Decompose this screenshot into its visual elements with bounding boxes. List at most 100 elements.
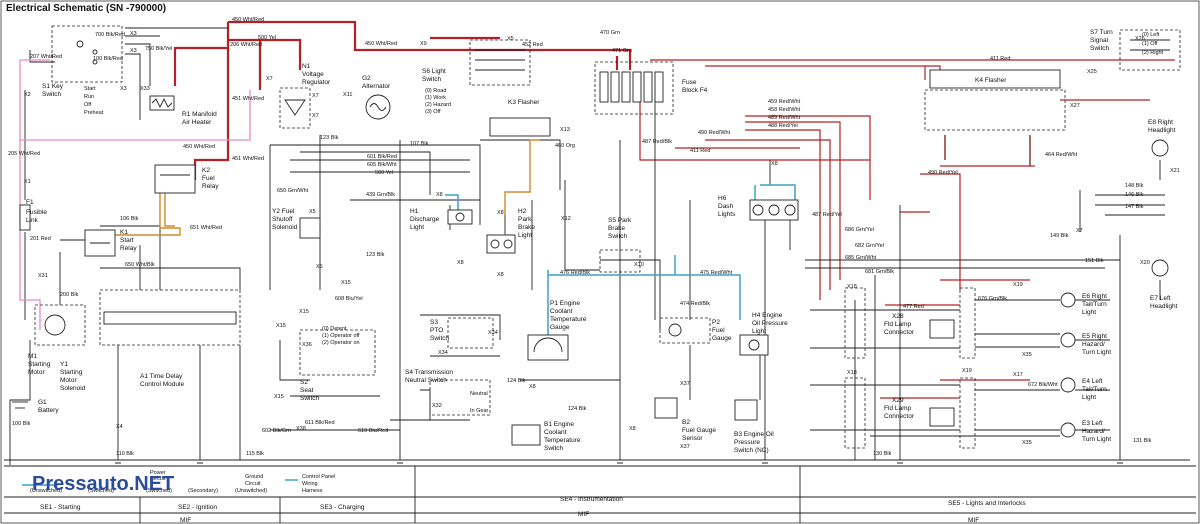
e7-label-2: Headlight — [1150, 303, 1178, 310]
wire-label: 106 Blk — [120, 216, 139, 222]
legend-text: Wiring — [302, 481, 318, 487]
wire-label: 750 Blk/Yel — [145, 46, 172, 52]
legend-text: (Switched) — [88, 488, 114, 494]
r1-label: R1 Manifold — [182, 111, 217, 118]
m1-label-2: Starting — [28, 361, 51, 368]
s4-pos-in-gear: In Gear — [470, 408, 489, 414]
s6-label-2: Switch — [422, 76, 442, 83]
s5-label-2: Brake — [608, 225, 625, 232]
connector-label: X7 — [312, 93, 319, 99]
k3-flasher — [489, 117, 551, 137]
k1-label: K1 — [120, 229, 128, 236]
connector-label: X34 — [488, 330, 498, 336]
e4-label: E4 Left — [1082, 378, 1103, 385]
p2-label-3: Gauge — [712, 335, 732, 342]
fuel-gauge — [659, 317, 711, 344]
section-lights-interlocks: SE5 - Lights and Interlocks — [948, 500, 1026, 507]
connector-label: X8 — [497, 272, 504, 278]
wire-label: 439 Grn/Blk — [366, 192, 395, 198]
fuse-block — [594, 61, 674, 115]
connector-label: X3 — [130, 48, 137, 54]
h6-label-2: Dash — [718, 203, 734, 210]
connector-label: X18 — [847, 370, 857, 376]
wire-label: 451 Wht/Red — [232, 156, 264, 162]
e3-label: E3 Left — [1082, 420, 1103, 427]
k4-flasher — [924, 69, 1066, 131]
wire-label: 470 Grn — [600, 30, 620, 36]
s7-label: S7 Turn — [1090, 29, 1113, 36]
connector-label: X8 — [457, 260, 464, 266]
connector-label: X15 — [341, 280, 351, 286]
e7-label: E7 Left — [1150, 295, 1171, 302]
wire-label: 475 Red/Wht — [700, 270, 733, 276]
turn-signal-switch — [1119, 29, 1181, 71]
oil-pressure-light — [739, 334, 769, 356]
e3-label-2: Hazard/ — [1082, 428, 1105, 435]
s3-label: S3 — [430, 319, 438, 326]
e8-label: E8 Right — [1148, 119, 1173, 126]
wire-label: 488 Red/Yel — [768, 123, 798, 129]
k1-label-3: Relay — [120, 245, 137, 252]
connector-label: X8 — [436, 192, 443, 198]
h2-label-2: Park — [518, 216, 532, 223]
s6-label: S6 Light — [422, 68, 446, 75]
s7-pos-left: (0) Left — [1142, 32, 1160, 38]
k1-label-2: Start — [120, 237, 134, 244]
connector-label: X7 — [312, 113, 319, 119]
s2-label-3: Switch — [300, 395, 320, 402]
connector-label: X17 — [1013, 372, 1023, 378]
e5-label-3: Turn Light — [1082, 349, 1111, 356]
wire-label: 123 Blk — [366, 252, 385, 258]
wire-label: 487 Red/Blk — [642, 139, 672, 145]
wire-label: 651 Wht/Red — [190, 225, 222, 231]
park-brake-switch — [599, 249, 641, 273]
s7-label-2: Signal — [1090, 37, 1109, 44]
wire-label: 608 Blu/Yel — [335, 296, 363, 302]
coolant-temperature-gauge — [527, 334, 569, 361]
s2-pos-operator-on: (2) Operator on — [322, 340, 360, 346]
voltage-regulator — [279, 87, 311, 129]
h6-label-3: Lights — [718, 211, 736, 218]
e5-label-2: Hazard/ — [1082, 341, 1105, 348]
legend-text: (Switched) — [146, 488, 172, 494]
h4-label-3: Light — [752, 328, 766, 335]
connector-label: X5 — [316, 264, 323, 270]
wire-label: 460 Org — [555, 143, 575, 149]
fuel-gauge-sensor — [654, 397, 678, 419]
connector-label: X25 — [1087, 69, 1097, 75]
p2-label-2: Fuel — [712, 327, 725, 334]
connector-label: X27 — [1070, 103, 1080, 109]
connector-label: X8 — [529, 384, 536, 390]
wire-label: 477 Red — [903, 304, 924, 310]
s2-pos-detent: (0) Detent — [322, 326, 347, 332]
connector-label: X8 — [497, 210, 504, 216]
start-relay — [84, 229, 116, 257]
wire-label: 676 Grn/Blk — [978, 296, 1007, 302]
wire-label: 124 Blk — [507, 378, 526, 384]
ground-symbols — [113, 459, 1125, 464]
wire-label: 682 Grn/Yel — [855, 243, 884, 249]
wire-label: 672 Blk/Wht — [1028, 382, 1058, 388]
wire-label: 605 Blk/Wht — [367, 162, 397, 168]
fuel-relay — [154, 164, 196, 194]
e3-label-3: Turn Light — [1082, 436, 1111, 443]
h1-label-2: Discharge — [410, 216, 440, 223]
wire-label: 147 Blk — [1125, 204, 1144, 210]
connector-label: X32 — [432, 403, 442, 409]
connector-label: X37 — [680, 381, 690, 387]
connector-label: X15 — [299, 309, 309, 315]
seat-switch — [299, 329, 376, 376]
connector-label: X26 — [1135, 36, 1145, 42]
section-charging: SE3 - Charging — [320, 504, 365, 511]
wire-label: 458 Red/Wht — [768, 107, 801, 113]
k2-label-2: Fuel — [202, 175, 215, 182]
dash-lights — [749, 199, 799, 221]
wire-label: 146 Blk — [1125, 192, 1144, 198]
connector-label: X33 — [140, 86, 150, 92]
legend-text: (Unswitched) — [30, 488, 62, 494]
wire-label: 681 Grn/Blk — [865, 269, 894, 275]
time-delay-control-module — [99, 289, 241, 346]
wire-label: 110 Blk — [116, 451, 134, 457]
y2-label: Y2 Fuel — [272, 208, 295, 215]
wire-label: 601 Blk/Red — [367, 154, 397, 160]
